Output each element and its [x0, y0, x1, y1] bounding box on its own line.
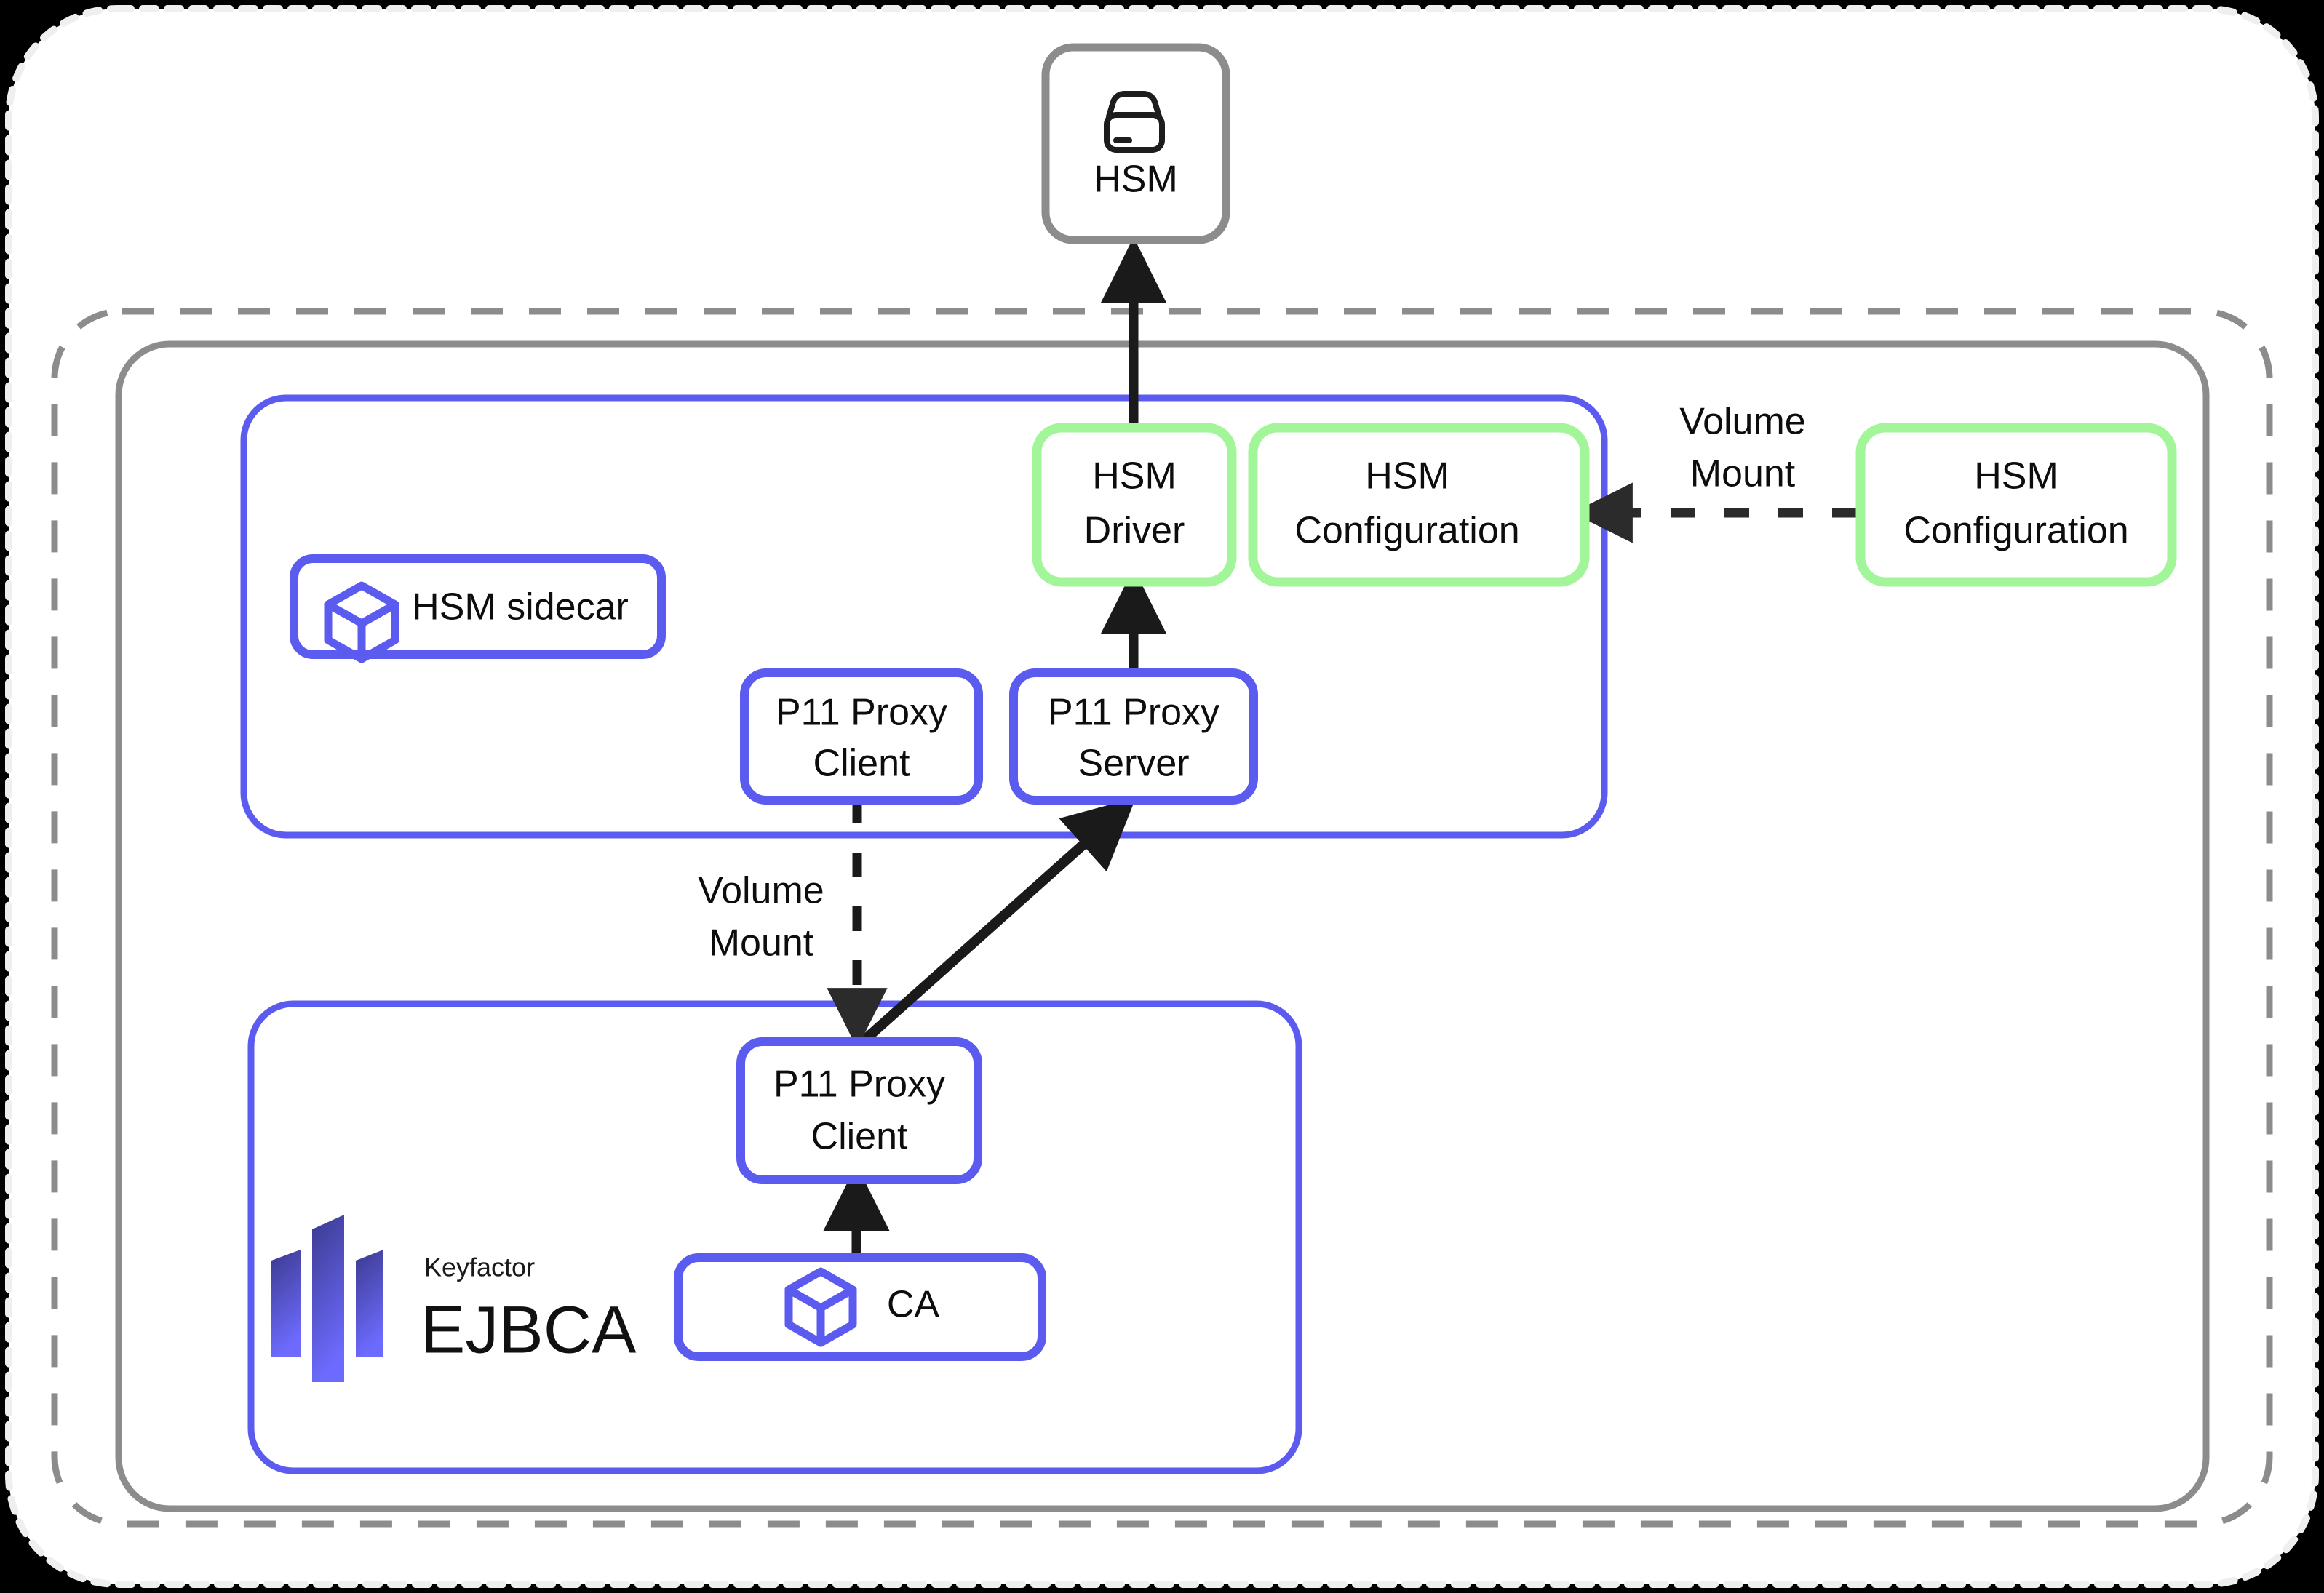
p11-client-sidecar-line1: P11 Proxy	[776, 692, 947, 734]
hsm-sidecar-box[interactable]	[290, 554, 666, 659]
node-p11-proxy-client-sidecar[interactable]: P11 Proxy Client	[740, 668, 983, 805]
node-hsm[interactable]: HSM	[1041, 43, 1230, 244]
hsm-configuration-inner-label-line2: Configuration	[1294, 510, 1519, 552]
p11-client-ejbca-line1: P11 Proxy	[773, 1063, 945, 1106]
node-p11-proxy-client-ejbca[interactable]: P11 Proxy Client	[736, 1037, 982, 1184]
hsm-driver-label-line2: Driver	[1084, 510, 1185, 552]
p11-proxy-client-ejbca-box[interactable]	[736, 1037, 982, 1184]
edge-p11-client-to-p11-server	[855, 797, 1137, 1050]
node-hsm-sidecar[interactable]: HSM sidecar	[290, 554, 666, 663]
p11-client-sidecar-line2: Client	[813, 743, 910, 785]
p11-proxy-client-sidecar-box[interactable]	[740, 668, 983, 805]
p11-server-line1: P11 Proxy	[1048, 692, 1219, 734]
p11-server-line2: Server	[1078, 743, 1189, 785]
p11-proxy-server-box[interactable]	[1009, 668, 1258, 805]
keyfactor-ejbca-logo: Keyfactor EJBCA	[271, 1215, 637, 1382]
hsm-sidecar-label: HSM sidecar	[412, 586, 629, 628]
hsm-driver-label-line1: HSM	[1092, 455, 1177, 498]
cube-icon	[784, 1267, 857, 1347]
ca-label: CA	[887, 1284, 940, 1326]
hsm-label: HSM	[1094, 159, 1178, 201]
hsm-driver-box[interactable]	[1032, 423, 1237, 587]
logo-brand: Keyfactor	[424, 1253, 535, 1282]
node-hsm-configuration-inner[interactable]: HSM Configuration	[1248, 423, 1590, 587]
edge-label-volume-mount-config: Volume Mount	[1679, 401, 1805, 495]
volume-mount-config-line1: Volume	[1679, 401, 1805, 443]
hsm-configuration-inner-box[interactable]	[1248, 423, 1590, 587]
hsm-configuration-inner-label-line1: HSM	[1365, 455, 1449, 498]
p11-client-ejbca-line2: Client	[811, 1116, 908, 1158]
hard-drive-icon	[1104, 91, 1165, 153]
logo-product: EJBCA	[421, 1293, 637, 1367]
volume-mount-pod-line1: Volume	[698, 870, 824, 912]
node-hsm-configuration-outer[interactable]: HSM Configuration	[1855, 423, 2177, 587]
node-hsm-driver[interactable]: HSM Driver	[1032, 423, 1237, 587]
volume-mount-pod-line2: Mount	[709, 922, 814, 965]
volume-mount-config-line2: Mount	[1690, 453, 1796, 495]
cube-icon	[324, 581, 399, 663]
hsm-configuration-outer-label-line1: HSM	[1974, 455, 2058, 498]
edge-label-volume-mount-pod: Volume Mount	[698, 870, 824, 965]
node-p11-proxy-server[interactable]: P11 Proxy Server	[1009, 668, 1258, 805]
node-ca[interactable]: CA	[674, 1253, 1046, 1361]
hsm-configuration-outer-box[interactable]	[1855, 423, 2177, 587]
hsm-configuration-outer-label-line2: Configuration	[1903, 510, 2128, 552]
hsm-box[interactable]	[1041, 43, 1230, 244]
keyfactor-bars-icon	[271, 1215, 383, 1382]
ca-box[interactable]	[674, 1253, 1046, 1361]
